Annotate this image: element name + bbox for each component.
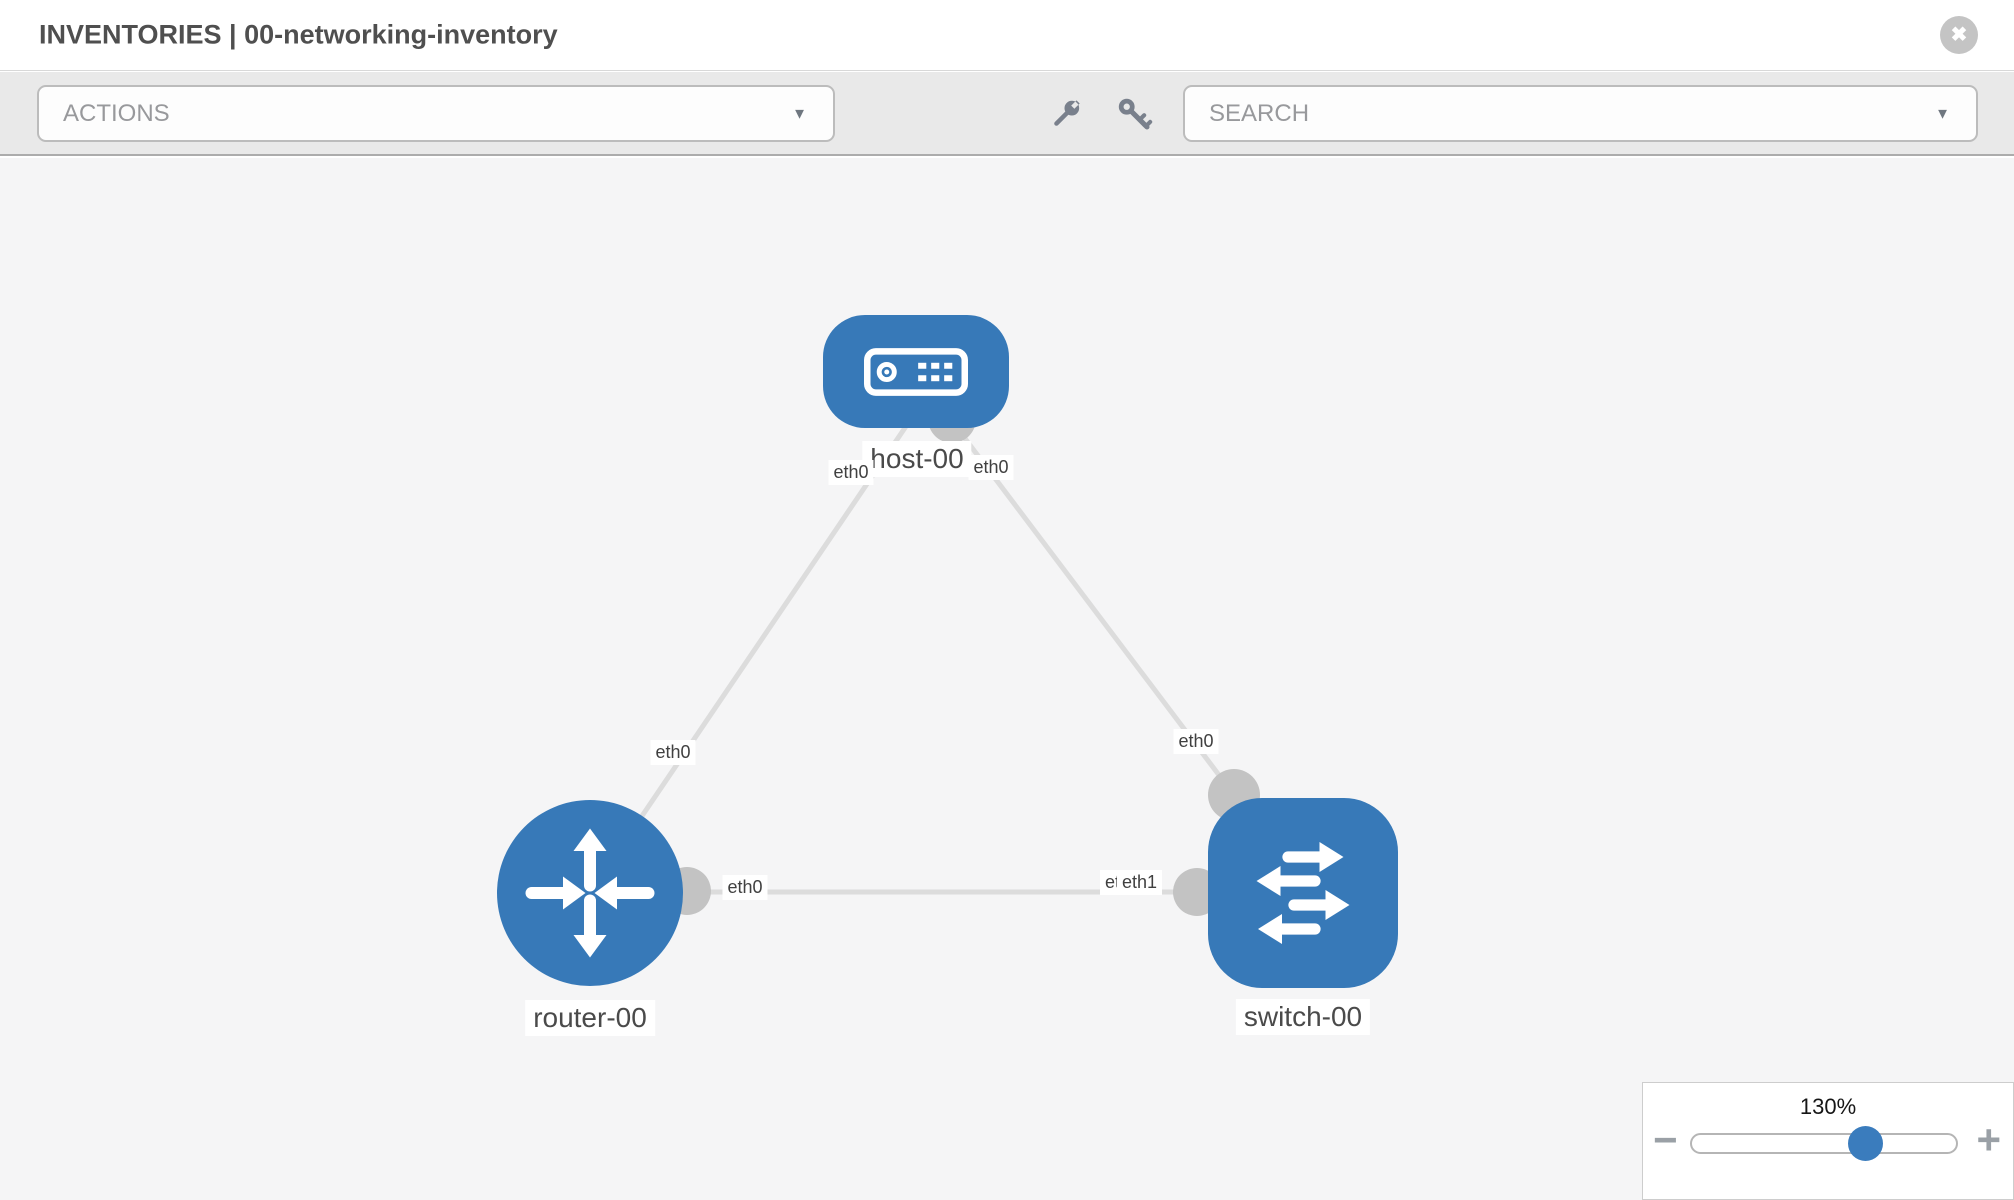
actions-dropdown-label: ACTIONS: [63, 99, 170, 127]
topology-canvas[interactable]: host-00 router-00 switch-00 eth0 eth0 et…: [0, 158, 2014, 1200]
router-icon: [525, 828, 655, 958]
key-button[interactable]: [1114, 94, 1154, 134]
node-label-router: router-00: [525, 1000, 655, 1036]
topology-links-layer: [597, 395, 1260, 916]
search-dropdown[interactable]: SEARCH ▼: [1183, 85, 1978, 142]
host-icon: [864, 347, 968, 396]
wrench-button[interactable]: [1046, 94, 1086, 134]
key-icon: [1118, 98, 1153, 130]
node-label-switch: switch-00: [1235, 999, 1371, 1035]
zoom-in-button[interactable]: +: [1976, 1116, 2001, 1163]
zoom-slider-track[interactable]: [1690, 1126, 1958, 1161]
interface-label-router-top: eth0: [650, 740, 696, 765]
link-host-router[interactable]: [597, 411, 918, 880]
close-icon: ✖: [1950, 24, 1968, 46]
interface-label-router-port: eth0: [722, 875, 768, 900]
node-switch-00[interactable]: [1208, 798, 1398, 988]
search-placeholder: SEARCH: [1209, 99, 1310, 127]
switch-icon: [1256, 842, 1350, 944]
wrench-icon: [1054, 100, 1080, 126]
actions-dropdown[interactable]: ACTIONS ▼: [37, 85, 835, 142]
zoom-out-button[interactable]: −: [1653, 1116, 1678, 1163]
node-host-00[interactable]: [823, 315, 1009, 428]
node-label-host: host-00: [862, 441, 972, 477]
zoom-level-value: 130%: [1799, 1094, 1857, 1119]
interface-label-switch-port-front: eth1: [1117, 870, 1163, 895]
titlebar: INVENTORIES | 00-networking-inventory ✖: [0, 0, 2014, 71]
page-title: INVENTORIES | 00-networking-inventory: [39, 19, 558, 50]
close-button[interactable]: ✖: [1940, 16, 1978, 54]
chevron-down-icon: ▼: [792, 105, 807, 122]
chevron-down-icon: ▼: [1935, 105, 1950, 122]
zoom-control-panel: 130% − +: [1642, 1082, 2014, 1200]
node-router-00[interactable]: [497, 800, 683, 986]
interface-label-host-right: eth0: [968, 455, 1014, 480]
interface-label-host-left: eth0: [828, 460, 874, 485]
toolbar: ACTIONS ▼ SEARCH ▼: [0, 72, 2014, 156]
interface-label-switch-top: eth0: [1173, 729, 1219, 754]
zoom-slider-thumb[interactable]: [1848, 1126, 1883, 1161]
